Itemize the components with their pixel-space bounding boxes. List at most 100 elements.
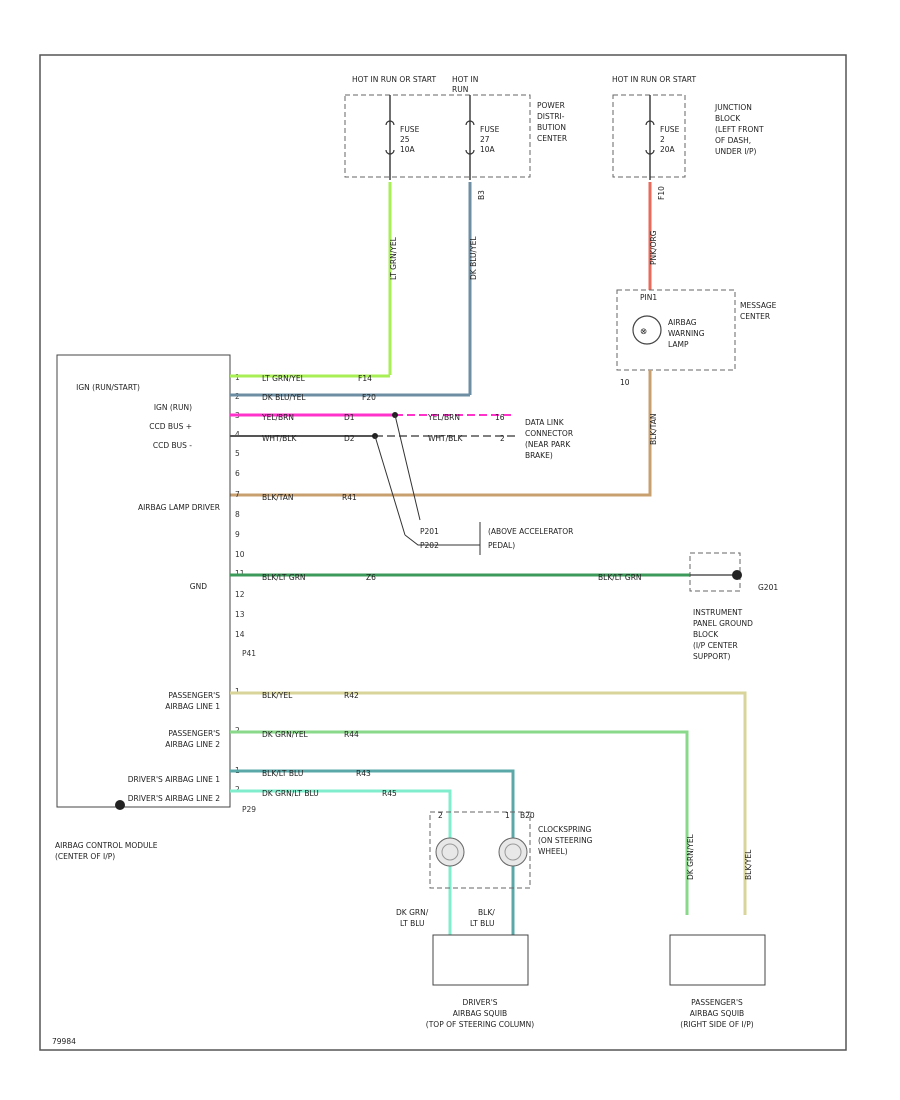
- wire-lt-grn-circuit: F14: [358, 374, 372, 383]
- module-label-pass2a: PASSENGER'S: [168, 729, 220, 738]
- module-label-pass1b: AIRBAG LINE 1: [165, 702, 220, 711]
- wire-lt-grn-label: LT GRN/YEL: [262, 374, 306, 383]
- wire-blk-tan-label: BLK/TAN: [262, 493, 294, 502]
- fuse25-l1: FUSE: [400, 125, 420, 134]
- wire-lt-grn-vertical-label: LT GRN/YEL: [389, 236, 398, 280]
- jb-label-5: UNDER I/P): [715, 147, 756, 156]
- lamp-label-3: LAMP: [668, 340, 689, 349]
- pdc-hot-label-2b: RUN: [452, 85, 468, 94]
- module-label-pass2b: AIRBAG LINE 2: [165, 740, 220, 749]
- ground-label-3: BLOCK: [693, 630, 719, 639]
- module-label-ign-runstart: IGN (RUN/START): [76, 383, 140, 392]
- wire-yel-brn-pin: 16: [495, 413, 505, 422]
- warning-lamp-icon: [632, 315, 662, 345]
- ground-label-4: (I/P CENTER: [693, 641, 738, 650]
- wire-ground-circuit: Z6: [366, 573, 376, 582]
- wire-ground-far-label: BLK/LT GRN: [598, 573, 642, 582]
- fuse2-l2: 2: [660, 135, 665, 144]
- drv-squib-wire-left-1: DK GRN/: [396, 908, 429, 917]
- data-link-1: DATA LINK: [525, 418, 565, 427]
- msg-pin-top: PIN1: [640, 293, 657, 302]
- clockspring-coil-b-inner: [504, 843, 522, 861]
- wire-yel-brn-circuit: D1: [344, 413, 355, 422]
- wire-pass1-circuit: R42: [344, 691, 359, 700]
- wire-drv-line1: [230, 769, 515, 935]
- wire-wht-blk-label: WHT/BLK: [262, 434, 297, 443]
- pdc-label-4: CENTER: [537, 134, 567, 143]
- module-name-2: (CENTER OF I/P): [55, 852, 115, 861]
- splice-p201: P201: [420, 527, 439, 536]
- pdc-connector: B3: [477, 190, 486, 200]
- fuse25-l3: 10A: [400, 145, 416, 154]
- jb-hot-label: HOT IN RUN OR START: [612, 75, 696, 84]
- data-link-4: BRAKE): [525, 451, 553, 460]
- diagram-frame: [39, 54, 847, 1051]
- module-label-ign-run: IGN (RUN): [154, 403, 192, 412]
- module-label-drv2: DRIVER'S AIRBAG LINE 2: [128, 794, 221, 803]
- wire-dk-blu-label: DK BLU/YEL: [262, 393, 306, 402]
- clockspring-coil-a-icon: [435, 837, 465, 867]
- fuse27-icon: [465, 120, 475, 155]
- pin-6: 6: [235, 469, 240, 478]
- module-label-lamp-driver: AIRBAG LAMP DRIVER: [138, 503, 220, 512]
- data-link-2: CONNECTOR: [525, 429, 573, 438]
- wire-ground-label: BLK/LT GRN: [262, 573, 306, 582]
- wire-yel-brn-label: YEL/BRN: [261, 413, 294, 422]
- splice-bracket: [404, 522, 481, 555]
- module-label-gnd: GND: [190, 582, 207, 591]
- wire-blk-tan-vertical-label: BLK/TAN: [649, 413, 658, 445]
- pin-10: 10: [235, 550, 245, 559]
- wire-blk-tan-lamp: [230, 370, 652, 497]
- driver-squib-label-3: (TOP OF STEERING COLUMN): [426, 1020, 534, 1029]
- module-conn-p41: P41: [242, 649, 256, 658]
- msg-center-label-2: CENTER: [740, 312, 770, 321]
- jb-label-3: (LEFT FRONT: [715, 125, 764, 134]
- pin-4: 4: [235, 430, 240, 439]
- drv-squib-wire-right-2: LT BLU: [470, 919, 495, 928]
- power-distribution-center-box: [344, 94, 531, 178]
- clockspring-label-3: WHEEL): [538, 847, 568, 856]
- wire-drv2-circuit: R45: [382, 789, 397, 798]
- pdc-label-2: DISTRI-: [537, 112, 565, 121]
- wire-drv2-label: DK GRN/LT BLU: [262, 789, 319, 798]
- clockspring-label-2: (ON STEERING: [538, 836, 593, 845]
- jb-label-4: OF DASH,: [715, 136, 751, 145]
- fuse25-icon: [385, 120, 395, 155]
- jb-label-1: JUNCTION: [714, 103, 752, 112]
- jb-label-2: BLOCK: [715, 114, 741, 123]
- pdc-hot-label-1: HOT IN RUN OR START: [352, 75, 436, 84]
- clockspring-label-1: CLOCKSPRING: [538, 825, 592, 834]
- lamp-glyph: ⊗: [640, 327, 647, 337]
- passenger-squib-label-3: (RIGHT SIDE OF I/P): [680, 1020, 753, 1029]
- wire-pass2-circuit: R44: [344, 730, 359, 739]
- fuse27-l2: 27: [480, 135, 490, 144]
- ground-label-2: PANEL GROUND: [693, 619, 753, 628]
- wire-wht-blk-circuit: D2: [344, 434, 355, 443]
- pin-7: 7: [235, 490, 240, 499]
- module-label-pass1a: PASSENGER'S: [168, 691, 220, 700]
- driver-squib-box: [432, 934, 529, 986]
- pdc-label-3: BUTION: [537, 123, 566, 132]
- wire-wht-blk-far: WHT/BLK: [428, 434, 463, 443]
- figure-id: 79984: [52, 1037, 76, 1046]
- clockspring-coil-a-inner: [441, 843, 459, 861]
- wire-dk-blu-circuit: F20: [362, 393, 376, 402]
- clockspring-pin-b: 1: [505, 811, 510, 820]
- ground-block-box: [689, 552, 741, 592]
- fuse25-l2: 25: [400, 135, 410, 144]
- module-ground-dot: [115, 800, 125, 810]
- wire-pass1-vertical-label: BLK/YEL: [744, 849, 753, 880]
- driver-squib-label-1: DRIVER'S: [462, 998, 497, 1007]
- ground-label-5: SUPPORT): [693, 652, 730, 661]
- module-name-1: AIRBAG CONTROL MODULE: [55, 841, 158, 850]
- module-label-ccd-plus: CCD BUS +: [149, 422, 192, 431]
- wire-drv-line2: [230, 789, 452, 935]
- ground-symbol-icon: [732, 570, 742, 580]
- msg-pin-bottom: 10: [620, 378, 630, 387]
- wire-yel-brn-far: YEL/BRN: [427, 413, 460, 422]
- ground-label-1: INSTRUMENT: [693, 608, 743, 617]
- pin-5: 5: [235, 449, 240, 458]
- module-conn-p29: P29: [242, 805, 256, 814]
- pin-13: 13: [235, 610, 245, 619]
